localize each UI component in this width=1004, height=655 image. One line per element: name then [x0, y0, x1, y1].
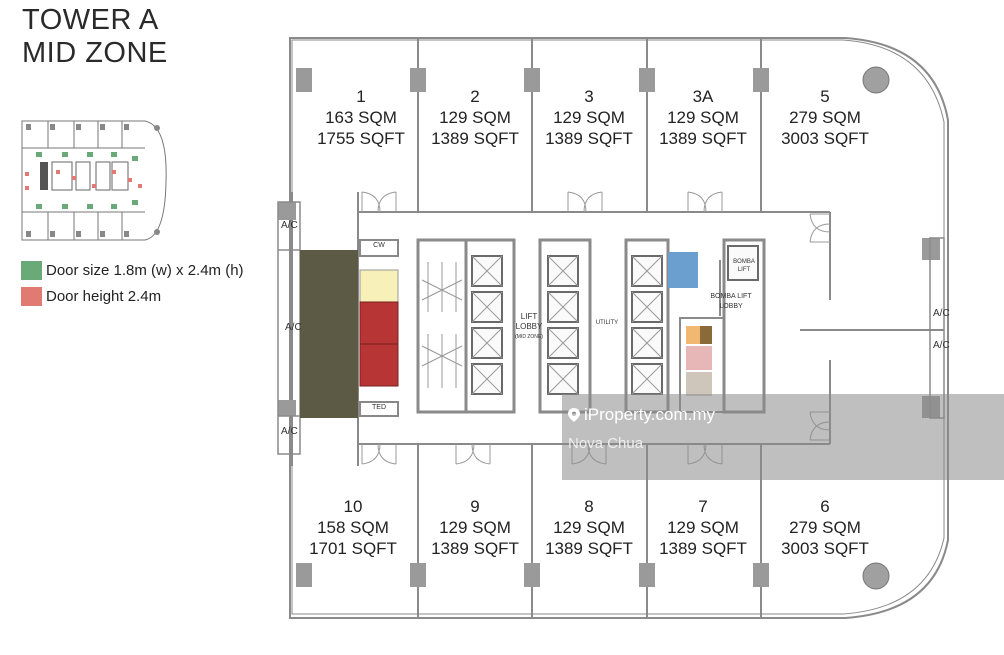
ac-label: A/C — [285, 322, 302, 333]
title-tower: TOWER A — [22, 4, 159, 36]
unit-sqft: 1389 SQFT — [431, 129, 519, 148]
unit-label: 3 129 SQM 1389 SQFT — [524, 86, 654, 149]
unit-sqm: 279 SQM — [789, 108, 861, 127]
ac-label: A/C — [933, 308, 950, 319]
unit-label: 1 163 SQM 1755 SQFT — [296, 86, 426, 149]
unit-label: 9 129 SQM 1389 SQFT — [410, 496, 540, 559]
unit-sqm: 279 SQM — [789, 518, 861, 537]
unit-number: 6 — [820, 497, 830, 516]
legend-item-door-height: Door height 2.4m — [21, 287, 161, 306]
unit-sqm: 129 SQM — [553, 108, 625, 127]
unit-sqm: 158 SQM — [317, 518, 389, 537]
ac-label: A/C — [933, 340, 950, 351]
unit-sqft: 1389 SQFT — [545, 129, 633, 148]
unit-sqft: 1389 SQFT — [659, 539, 747, 558]
title-zone: MID ZONE — [22, 37, 168, 69]
unit-sqft: 1389 SQFT — [659, 129, 747, 148]
unit-label: 10 158 SQM 1701 SQFT — [288, 496, 418, 559]
unit-number: 10 — [343, 497, 363, 516]
legend-item-door-size: Door size 1.8m (w) x 2.4m (h) — [21, 261, 244, 280]
unit-sqm: 129 SQM — [439, 108, 511, 127]
unit-sqft: 3003 SQFT — [781, 539, 869, 558]
unit-label: 5 279 SQM 3003 SQFT — [760, 86, 890, 149]
unit-label: 7 129 SQM 1389 SQFT — [638, 496, 768, 559]
watermark: iProperty.com.my Nova Chua — [568, 405, 715, 452]
unit-number: 7 — [698, 497, 708, 516]
legend-swatch-green — [21, 261, 42, 280]
unit-label: 3A 129 SQM 1389 SQFT — [638, 86, 768, 149]
unit-number: 1 — [356, 87, 366, 106]
unit-number: 5 — [820, 87, 830, 106]
unit-sqm: 163 SQM — [325, 108, 397, 127]
unit-sqm: 129 SQM — [553, 518, 625, 537]
unit-label: 2 129 SQM 1389 SQFT — [410, 86, 540, 149]
unit-sqm: 129 SQM — [439, 518, 511, 537]
unit-sqm: 129 SQM — [667, 518, 739, 537]
ted-label: TED — [372, 404, 386, 411]
unit-number: 2 — [470, 87, 480, 106]
location-pin-icon — [568, 408, 580, 422]
lift-lobby-text: LIFT LOBBY — [515, 312, 543, 331]
unit-number: 9 — [470, 497, 480, 516]
unit-sqft: 3003 SQFT — [781, 129, 869, 148]
unit-sqft: 1701 SQFT — [309, 539, 397, 558]
unit-number: 8 — [584, 497, 594, 516]
unit-label: 6 279 SQM 3003 SQFT — [760, 496, 890, 559]
mid-zone-text: (MID ZONE) — [515, 334, 543, 340]
unit-number: 3A — [692, 87, 714, 106]
unit-number: 3 — [584, 87, 594, 106]
unit-sqft: 1389 SQFT — [545, 539, 633, 558]
ac-label: A/C — [281, 220, 298, 231]
legend-label: Door size 1.8m (w) x 2.4m (h) — [46, 262, 244, 279]
legend-label: Door height 2.4m — [46, 288, 162, 305]
lift-lobby-label: LIFT LOBBY (MID ZONE) — [512, 312, 546, 342]
unit-sqft: 1755 SQFT — [317, 129, 405, 148]
legend-swatch-red — [21, 287, 42, 306]
ac-label: A/C — [281, 426, 298, 437]
watermark-overlay — [562, 394, 1004, 480]
utility-label: UTILITY — [595, 320, 619, 326]
watermark-brand: iProperty.com.my — [584, 405, 715, 424]
bomba-lift-lobby-label: BOMBA LIFT LOBBY — [710, 293, 752, 310]
cw-label: CW — [373, 242, 385, 249]
unit-label: 8 129 SQM 1389 SQFT — [524, 496, 654, 559]
unit-sqm: 129 SQM — [667, 108, 739, 127]
unit-sqft: 1389 SQFT — [431, 539, 519, 558]
floor-title: TOWER A MID ZONE — [22, 4, 168, 70]
watermark-agent: Nova Chua — [568, 435, 644, 452]
bomba-lift-label: BOMBA LIFT — [733, 259, 755, 273]
